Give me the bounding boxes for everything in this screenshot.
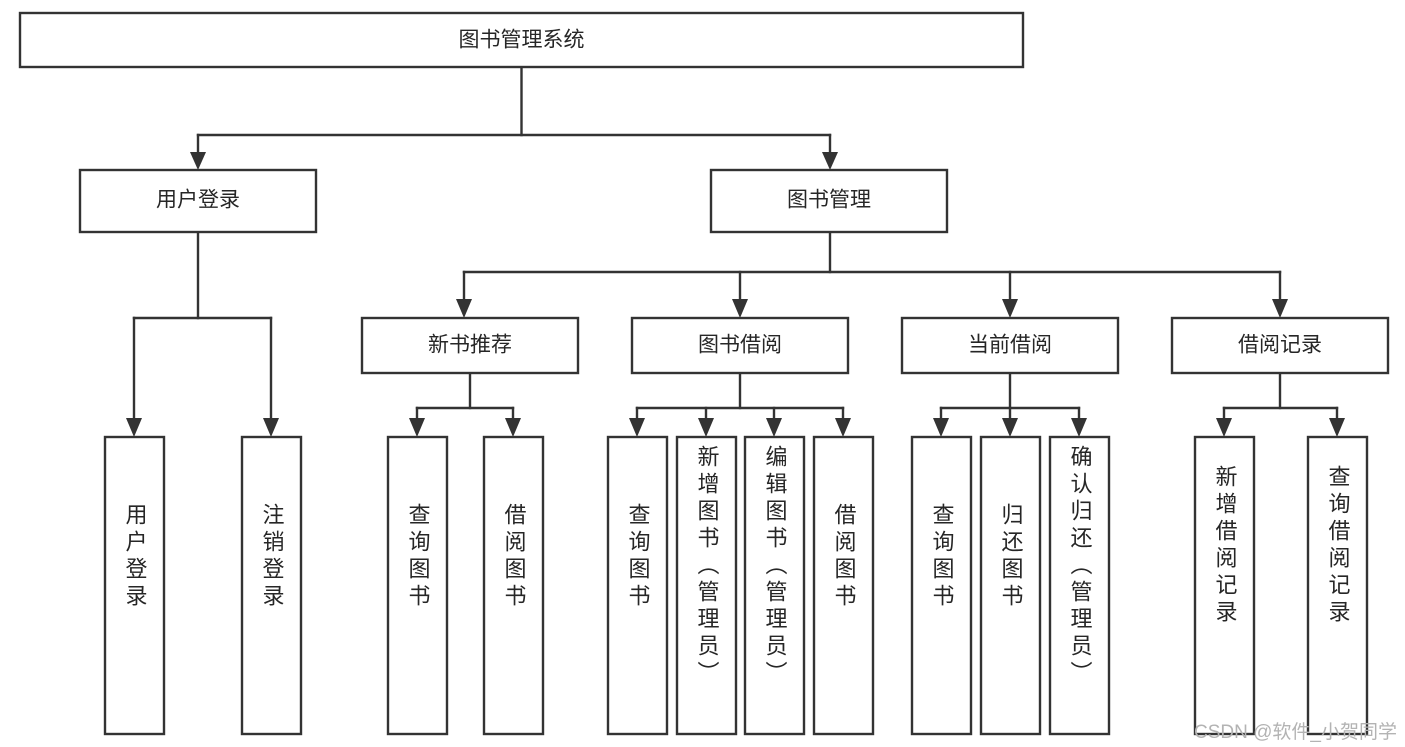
arrow-head-bookborrow-leaf-2 [698,418,714,437]
leaf-box-new-book-1[interactable] [386,435,449,736]
arrow-head-new-book [456,299,472,318]
leaf-box-current-borrow-1[interactable] [910,435,973,736]
leaf-box-new-book-2[interactable] [482,435,545,736]
arrow-head-bookborrow-leaf-1 [629,418,645,437]
arrow-head-book-borrow [732,299,748,318]
leaf-box-current-borrow-2[interactable] [979,435,1042,736]
node-current-borrow[interactable]: 当前借阅 [900,316,1120,375]
arrow-head-borrowrecord-leaf-2 [1329,418,1345,437]
leaf-box-book-borrow-2[interactable] [675,435,738,736]
node-book-borrow-label: 图书借阅 [698,334,782,357]
node-new-book-box[interactable] [360,316,580,375]
node-current-borrow-label: 当前借阅 [968,334,1052,357]
leaf-box-borrow-record-2[interactable] [1306,435,1369,736]
arrow-head-borrow-record [1272,299,1288,318]
node-borrow-record-box[interactable] [1170,316,1390,375]
node-root[interactable]: 图书管理系统 [18,11,1025,69]
arrow-head-currentborrow-leaf-1 [933,418,949,437]
arrow-head-book-manage [822,152,838,170]
node-borrow-record-label: 借阅记录 [1238,334,1322,357]
leaf-box-current-borrow-3[interactable] [1048,435,1111,736]
arrow-head-bookborrow-leaf-4 [835,418,851,437]
node-book-borrow-box[interactable] [630,316,850,375]
leaf-box-book-borrow-3[interactable] [743,435,806,736]
arrow-head-current-borrow [1002,299,1018,318]
node-user-login[interactable]: 用户登录 [78,168,318,234]
arrow-head-newbook-leaf-1 [409,418,425,437]
arrow-head-newbook-leaf-2 [505,418,521,437]
arrow-head-currentborrow-leaf-3 [1071,418,1087,437]
arrow-head-currentborrow-leaf-2 [1002,418,1018,437]
node-current-borrow-box[interactable] [900,316,1120,375]
node-book-manage[interactable]: 图书管理 [709,168,949,234]
watermark-text: CSDN @软件_小贺同学 [1194,722,1397,743]
leaf-box-book-borrow-4[interactable] [812,435,875,736]
arrow-head-borrowrecord-leaf-1 [1216,418,1232,437]
arrow-head-user-login [190,152,206,170]
node-user-login-box[interactable] [78,168,318,234]
node-new-book[interactable]: 新书推荐 [360,316,580,375]
arrow-head-userlogin-leaf-2 [263,418,279,437]
connector-group [126,65,1345,437]
node-user-login-label: 用户登录 [156,189,240,212]
arrow-head-userlogin-leaf-1 [126,418,142,437]
leaf-box-borrow-record-1[interactable] [1193,435,1256,736]
node-root-label: 图书管理系统 [459,29,585,52]
node-book-manage-box[interactable] [709,168,949,234]
node-book-manage-label: 图书管理 [787,189,871,212]
node-new-book-label: 新书推荐 [428,334,512,357]
leaf-box-user-login-2[interactable] [240,435,303,736]
node-root-box[interactable] [18,11,1025,69]
node-book-borrow[interactable]: 图书借阅 [630,316,850,375]
node-borrow-record[interactable]: 借阅记录 [1170,316,1390,375]
leaf-box-user-login-1[interactable] [103,435,166,736]
arrow-head-bookborrow-leaf-3 [766,418,782,437]
leaf-box-book-borrow-1[interactable] [606,435,669,736]
